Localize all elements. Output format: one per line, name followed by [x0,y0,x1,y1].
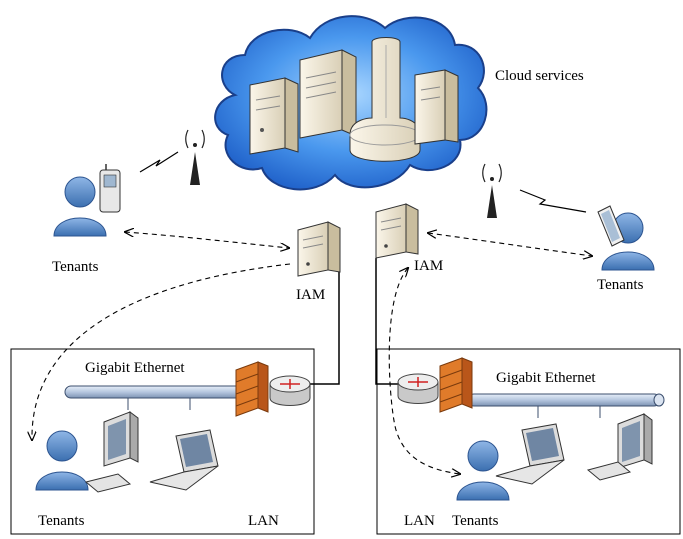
iam-label-right: IAM [414,258,443,274]
router-icon-right [397,373,439,404]
lan-box-left [10,348,315,535]
tenants-label-lan-right: Tenants [452,513,499,529]
cloud-server-icon-2 [299,49,357,139]
firewall-icon-left [235,361,269,417]
mobile-phone-icon [99,164,121,213]
router-icon-left [269,375,311,406]
laptop-icon-right [495,423,565,485]
antenna-icon-left [185,129,205,185]
desktop-computer-icon-right [586,413,653,481]
dashed-arrow-iam-right-tenant [428,233,592,256]
iam-right-link [375,258,405,385]
iam-server-icon-left [297,221,341,277]
tenant-left-person-icon [53,176,107,237]
firewall-icon-right [439,357,473,413]
lan-right-tenant-person-icon [456,440,510,501]
lan-label-right: LAN [404,513,435,529]
cloud-server-icon-3 [414,69,459,145]
laptop-icon-left [149,429,219,491]
dashed-arrow-tenant-left-iam [125,232,289,248]
gigabit-ethernet-label-right: Gigabit Ethernet [496,370,596,386]
gigabit-bus-left [64,385,261,410]
tenants-label-lan-left: Tenants [38,513,85,529]
dashed-arrow-iam-left-lan-tenant [32,263,291,440]
gigabit-ethernet-label-left: Gigabit Ethernet [85,360,185,376]
iam-left-link [300,270,340,385]
wireless-link-right [519,189,587,213]
tenants-label-right: Tenants [597,277,644,293]
tenants-label-left: Tenants [52,259,99,275]
desktop-computer-icon-left [84,411,139,493]
wireless-link-left [139,151,179,173]
lan-box-right [376,348,681,535]
iam-label-left: IAM [296,287,325,303]
lan-left-tenant-person-icon [35,430,89,491]
iam-server-icon-right [375,203,419,259]
gigabit-bus-right [467,393,665,418]
tenant-right-person-icon [601,212,655,271]
antenna-icon-right [482,163,502,218]
lan-label-left: LAN [248,513,279,529]
dashed-arrow-iam-right-lan-tenant [388,268,460,474]
tablet-icon [597,205,625,247]
mainframe-icon [349,37,421,162]
cloud-services-label: Cloud services [495,68,584,84]
cloud-server-icon-1 [249,77,299,155]
